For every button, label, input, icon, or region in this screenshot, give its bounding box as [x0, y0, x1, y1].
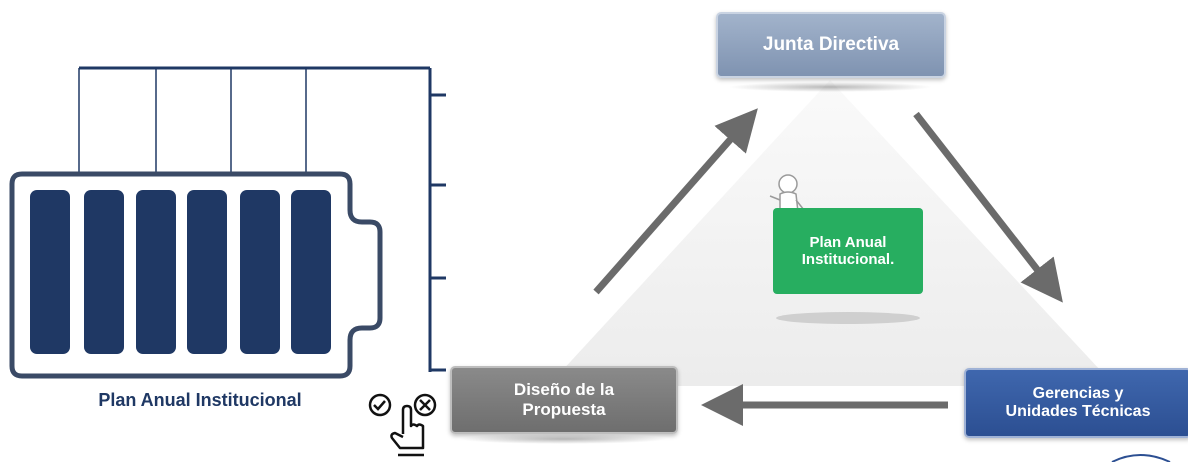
right-node-line-2: Unidades Técnicas: [1005, 403, 1151, 420]
left-node-line-1: Diseño de la: [513, 380, 615, 400]
center-node-line-2: Institucional.: [801, 251, 895, 268]
left-node-shadow: [458, 434, 668, 444]
right-node-line-1: Gerencias y: [1032, 384, 1124, 402]
plan-anual-center-node[interactable]: Plan Anual Institucional.: [773, 208, 923, 294]
pointing-hand-icon: [390, 404, 425, 457]
battery-cells: [30, 190, 331, 354]
diseno-propuesta-node[interactable]: Diseño de la Propuesta: [450, 366, 678, 434]
junta-directiva-label: Junta Directiva: [762, 34, 900, 56]
junta-directiva-node[interactable]: Junta Directiva: [716, 12, 946, 78]
check-circle-icon: [368, 393, 392, 417]
x-circle-icon: [413, 393, 437, 417]
center-node-line-1: Plan Anual: [809, 233, 887, 251]
arrow-top-to-right: [913, 111, 1063, 303]
corner-circle: [1111, 454, 1171, 462]
left-node-line-2: Propuesta: [522, 400, 606, 419]
center-shadow: [776, 312, 920, 324]
top-node-shadow: [728, 82, 933, 92]
arrow-left-to-top: [593, 108, 758, 295]
gerencias-unidades-node[interactable]: Gerencias y Unidades Técnicas: [964, 368, 1188, 438]
battery-graphic: [9, 66, 446, 379]
battery-caption: Plan Anual Institucional: [98, 390, 302, 410]
